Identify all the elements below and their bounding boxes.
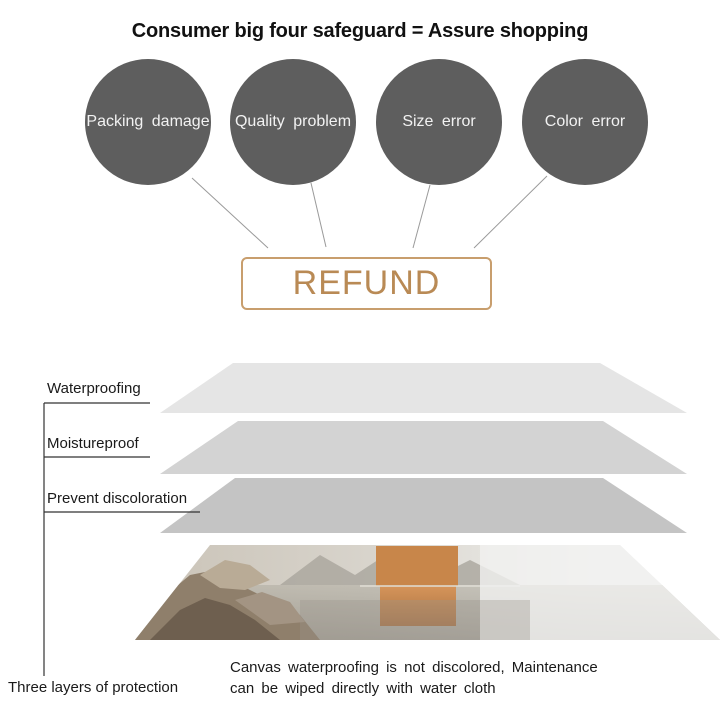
layer-sheet-waterproofing — [160, 363, 687, 413]
layer-sheet-discoloration — [160, 478, 687, 533]
circle-label: Color error — [544, 113, 626, 130]
layer-label-moistureproof: Moistureproof — [47, 435, 139, 452]
protection-label: Three layers of protection — [8, 679, 179, 696]
description-line-1: Canvas waterproofing is not discolored, … — [230, 659, 598, 676]
refund-label: REFUND — [292, 264, 441, 302]
layers-bracket — [43, 402, 200, 676]
circle-label: Quality problem — [234, 113, 352, 130]
page-title: Consumer big four safeguard = Assure sho… — [131, 20, 589, 42]
description-line-2: can be wiped directly with water cloth — [230, 680, 496, 697]
layer-label-discoloration: Prevent discoloration — [47, 490, 188, 507]
circle-label: Size error — [402, 113, 476, 130]
circle-label: Packing damage — [86, 113, 210, 130]
layer-sheet-moistureproof — [160, 421, 687, 474]
refund-box: REFUND — [241, 257, 492, 310]
connector-lines — [191, 175, 548, 249]
layer-label-waterproofing: Waterproofing — [47, 380, 141, 397]
circle-size-error: Size error — [376, 59, 502, 185]
circle-packing-damage: Packing damage — [85, 59, 211, 185]
canvas-picture — [135, 545, 720, 640]
circle-quality-problem: Quality problem — [230, 59, 356, 185]
circle-color-error: Color error — [522, 59, 648, 185]
description: Canvas waterproofing is not discolored, … — [230, 657, 690, 699]
